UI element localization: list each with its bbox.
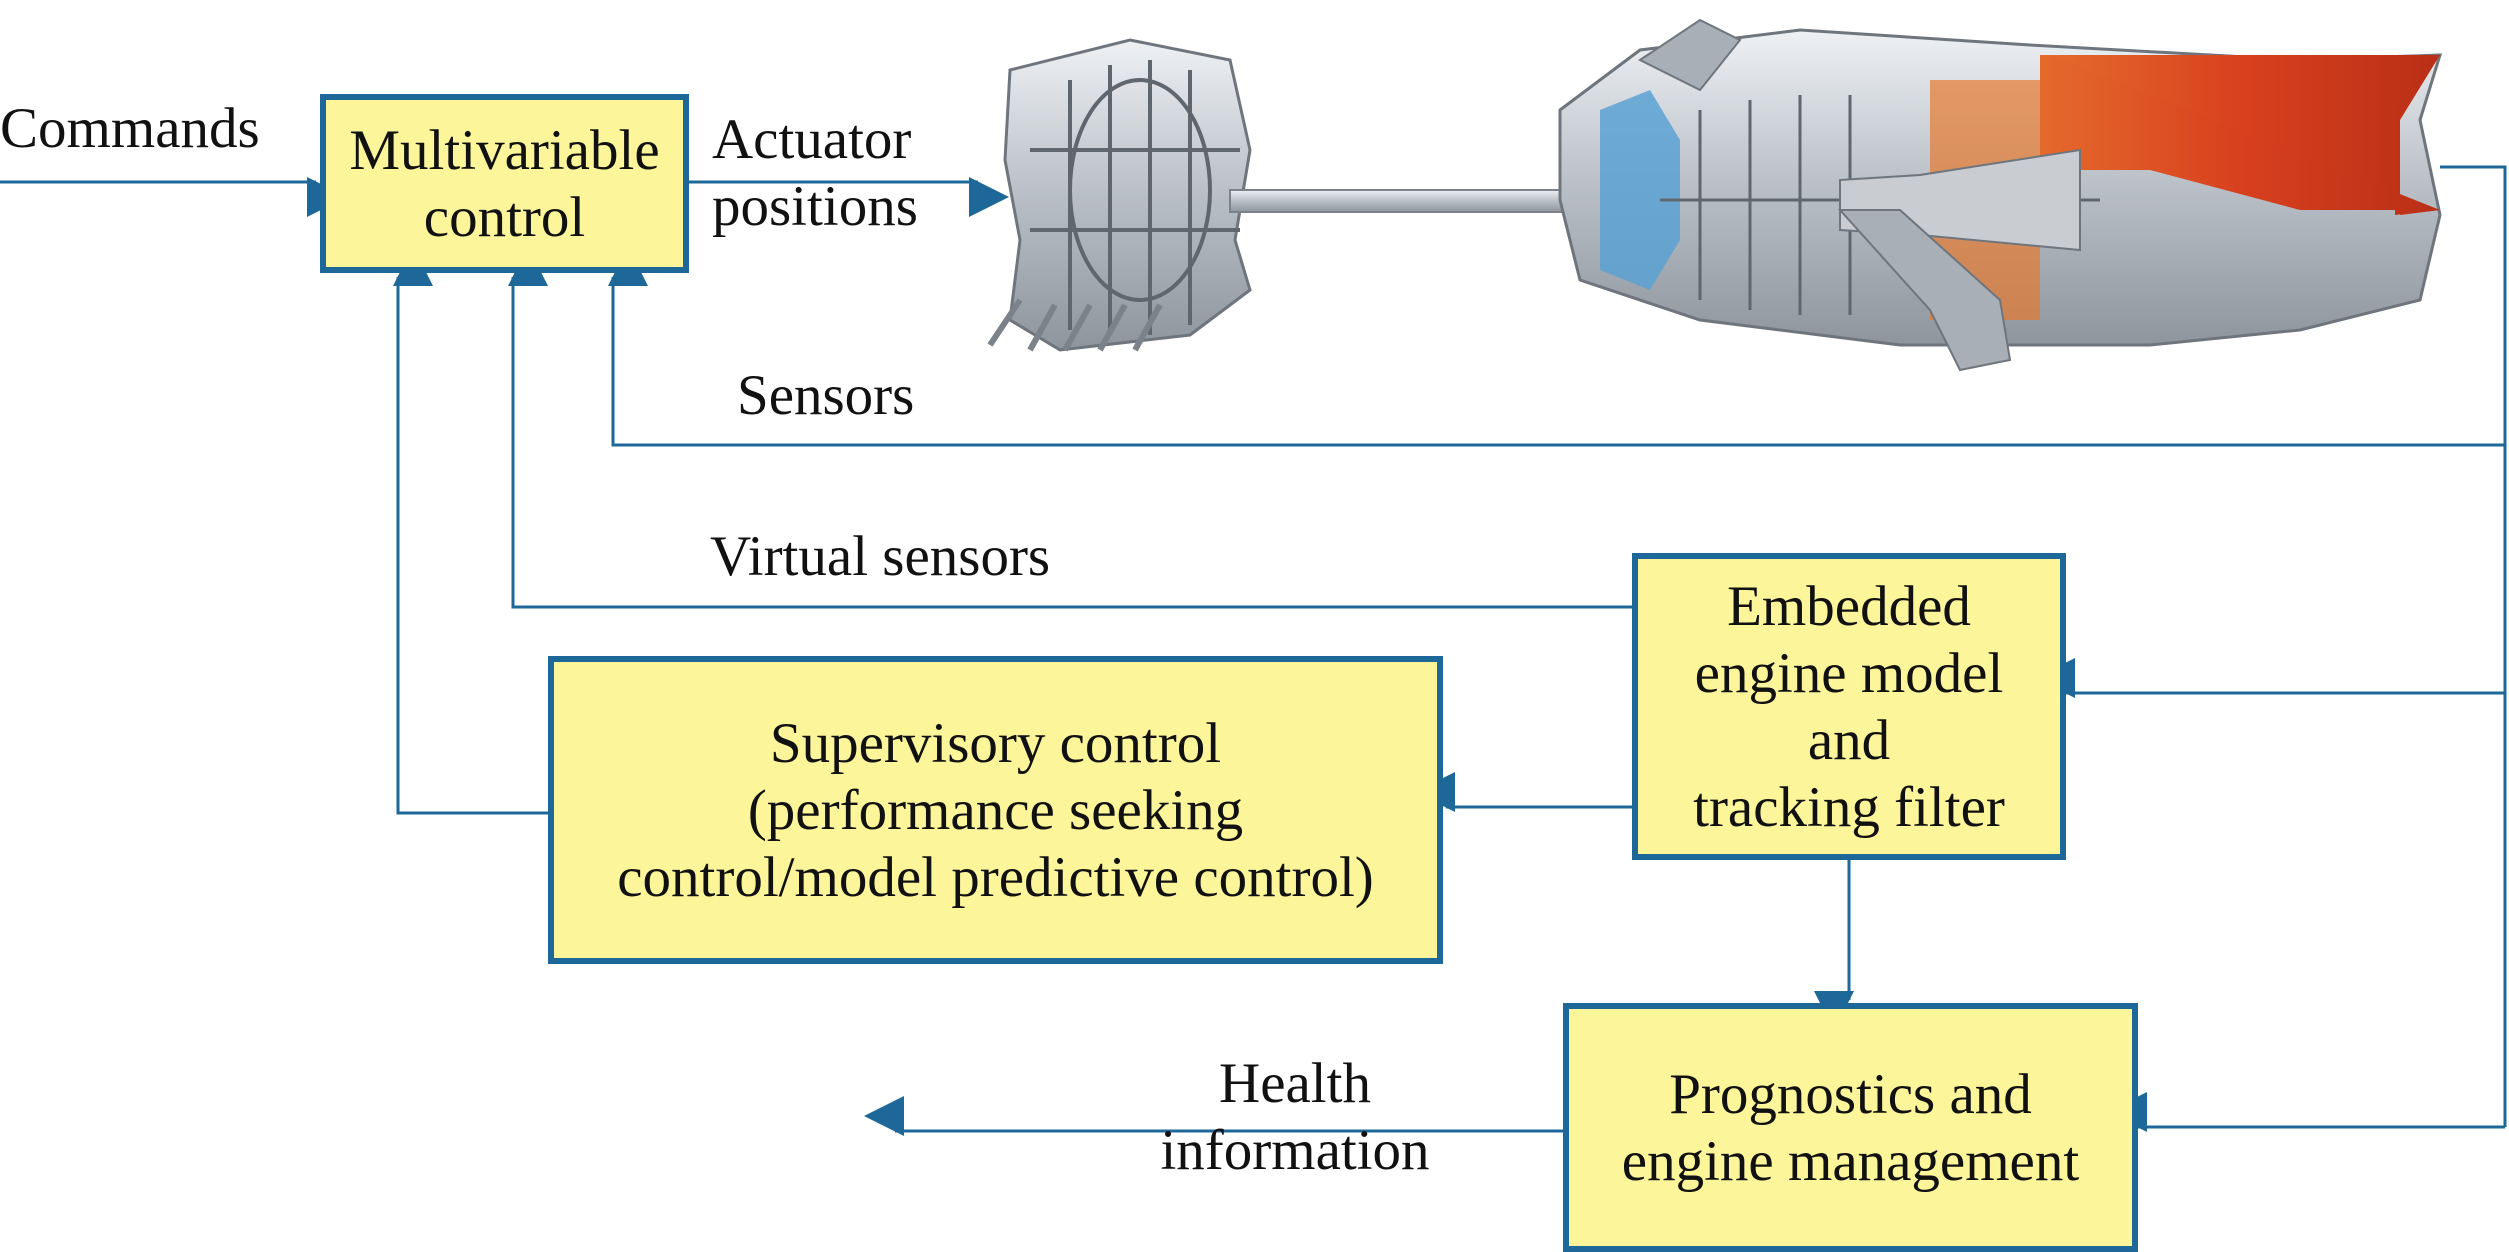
prognostics-label: Prognostics and engine management [1621, 1062, 2080, 1193]
supervisory-control-label: Supervisory control (performance seeking… [617, 711, 1374, 909]
virtual-sensors-label: Virtual sensors [710, 525, 1051, 588]
core-module-illustration [1558, 18, 2443, 372]
supervisory-control-box: Supervisory control (performance seeking… [548, 656, 1443, 964]
fan-module-illustration [987, 38, 1252, 352]
supervisory-to-control-arrow [393, 246, 551, 815]
commands-label: Commands [0, 97, 260, 160]
embedded-engine-model-label: Embedded engine model and tracking filte… [1693, 574, 2005, 839]
multivariable-control-label: Multivariable control [349, 118, 660, 249]
multivariable-control-box: Multivariable control [320, 94, 689, 273]
virtual-sensors-arrow [508, 246, 1635, 609]
prognostics-box: Prognostics and engine management [1563, 1003, 2138, 1252]
embedded-engine-model-box: Embedded engine model and tracking filte… [1632, 553, 2066, 860]
sensors-label: Sensors [737, 364, 915, 427]
health-information-label: Health information [1160, 1052, 1430, 1182]
engine-output-line [2440, 165, 2507, 1127]
engine-shaft [1229, 189, 1601, 213]
connector-lines [0, 165, 2507, 1136]
turbofan-engine-cutaway-icon [987, 18, 2443, 372]
actuator-positions-label: Actuator positions [712, 108, 918, 238]
sensors-feedback-arrow [608, 246, 2505, 447]
